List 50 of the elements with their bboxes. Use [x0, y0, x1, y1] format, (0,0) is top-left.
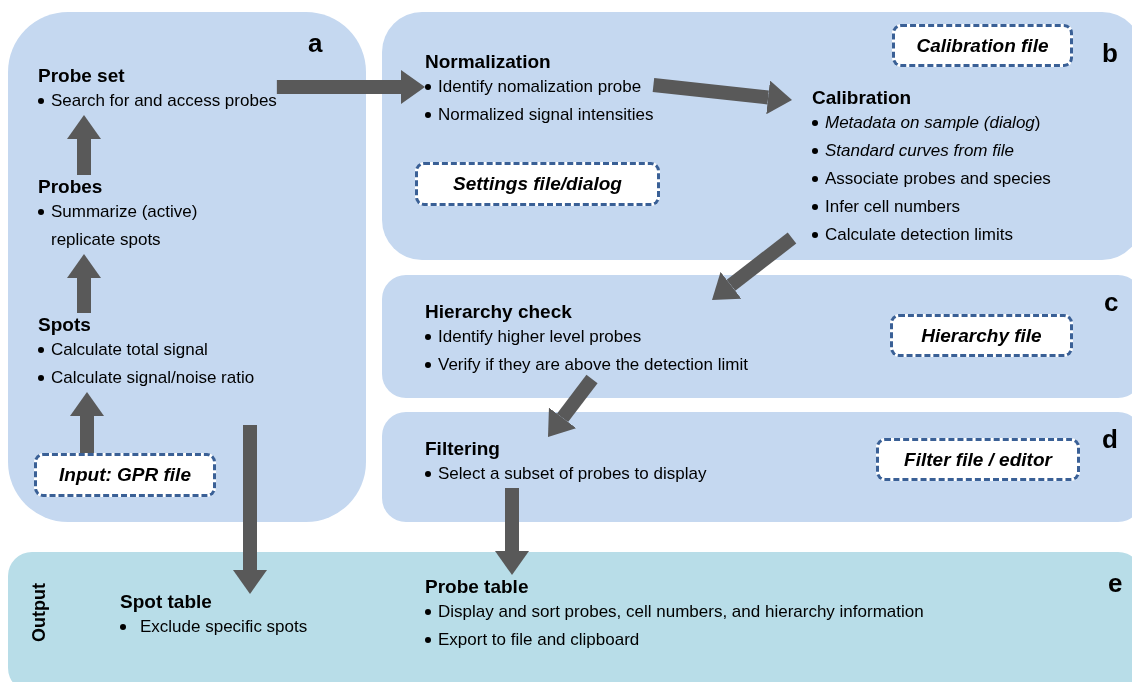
block-arrow	[712, 232, 797, 300]
bullet-item: Calculate detection limits	[812, 221, 1051, 249]
bullet-item: Exclude specific spots	[120, 613, 308, 641]
bullet-item: Summarize (active) replicate spots	[38, 198, 238, 254]
step-heading: Spots	[38, 313, 92, 336]
block-arrow	[67, 254, 101, 313]
step-heading: Calibration	[812, 86, 913, 109]
bullet-item: Identify nomalization probe	[425, 73, 654, 101]
panel-letter: b	[1102, 38, 1118, 69]
panel	[382, 275, 1132, 398]
panel-letter: d	[1102, 424, 1118, 455]
bullet-item: Associate probes and species	[812, 165, 1051, 193]
file-box: Hierarchy file	[890, 314, 1073, 357]
step-heading: Normalization	[425, 50, 552, 73]
section-label: Output	[29, 583, 50, 642]
file-box: Settings file/dialog	[415, 162, 660, 206]
panel	[382, 12, 1132, 260]
step-heading: Hierarchy check	[425, 300, 573, 323]
bullet-item: Display and sort probes, cell numbers, and hierarchy information	[425, 598, 924, 626]
step-heading: Probes	[38, 175, 104, 198]
bullet-item: Search for and access probes	[38, 87, 277, 115]
bullet-item: Metadata on sample (dialog)	[812, 109, 1051, 137]
step-heading: Filtering	[425, 437, 501, 460]
bullet-item: Export to file and clipboard	[425, 626, 924, 654]
block-arrow	[495, 488, 529, 575]
panel-letter: a	[308, 28, 323, 59]
bullet-item: Normalized signal intensities	[425, 101, 654, 129]
panel-letter: c	[1104, 287, 1119, 318]
step-heading: Probe table	[425, 575, 530, 598]
block-arrow	[70, 392, 104, 453]
block-arrow	[233, 425, 267, 594]
file-box: Input: GPR file	[34, 453, 216, 497]
panel	[8, 12, 366, 522]
file-box: Filter file / editor	[876, 438, 1080, 481]
bullet-item: Verify if they are above the detection limit	[425, 351, 748, 379]
panel	[382, 412, 1132, 522]
bullet-item: Calculate signal/noise ratio	[38, 364, 255, 392]
bullet-item: Infer cell numbers	[812, 193, 1051, 221]
bullet-item: Calculate total signal	[38, 336, 255, 364]
bullet-item: Select a subset of probes to display	[425, 460, 707, 488]
panel-letter: e	[1108, 568, 1123, 599]
block-arrow	[67, 115, 101, 175]
step-heading: Probe set	[38, 64, 126, 87]
bullet-item: Identify higher level probes	[425, 323, 748, 351]
file-box: Calibration file	[892, 24, 1073, 67]
panel	[8, 552, 1132, 682]
bullet-item: Standard curves from file	[812, 137, 1051, 165]
block-arrow	[276, 70, 425, 104]
step-heading: Spot table	[120, 590, 213, 613]
block-arrow	[652, 78, 792, 115]
